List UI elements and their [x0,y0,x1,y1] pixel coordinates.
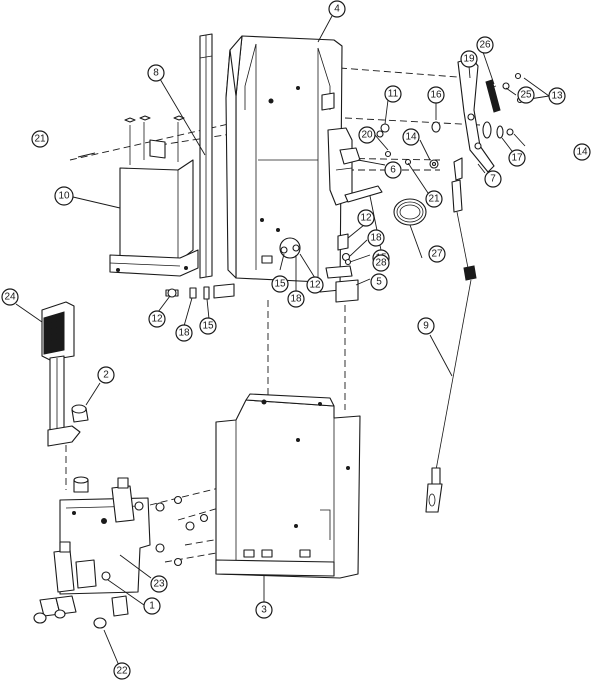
svg-text:20: 20 [361,130,373,141]
callout-28: 28 [372,254,390,272]
svg-text:21: 21 [428,194,440,205]
callout-1: 1 [143,597,161,615]
part-10-transformer [109,115,199,277]
callout-27: 27 [428,245,446,263]
callout-9: 9 [417,317,435,335]
callout-15-lower: 15 [199,317,217,335]
part-23-switch-plate [53,476,151,595]
svg-text:14: 14 [405,132,417,143]
callout-26: 26 [476,36,494,54]
callout-22: 22 [113,662,131,680]
svg-text:4: 4 [334,4,340,15]
svg-text:12: 12 [151,314,163,325]
plate-fasteners [155,495,209,567]
callout-23: 23 [150,575,168,593]
svg-text:10: 10 [58,191,70,202]
part-9-cable [425,157,477,513]
svg-text:25: 25 [520,90,532,101]
part-5-small-bracket [325,265,359,303]
callout-14-right: 14 [573,143,591,161]
callout-3: 3 [255,601,273,619]
callout-5: 5 [370,273,388,291]
callout-24: 24 [1,288,19,306]
callout-4: 4 [328,0,346,18]
callout-25: 25 [517,86,535,104]
svg-text:23: 23 [153,579,165,590]
part-3-enclosure [215,393,361,579]
callout-6: 6 [384,161,402,179]
svg-text:15: 15 [274,279,286,290]
callout-12-upper: 12 [357,209,375,227]
svg-text:13: 13 [551,91,563,102]
part-27-coil [393,198,427,226]
svg-text:24: 24 [4,292,16,303]
svg-text:22: 22 [116,666,128,677]
part-4-main-bracket [213,35,343,299]
svg-text:7: 7 [490,174,496,185]
svg-text:12: 12 [360,213,372,224]
svg-text:17: 17 [511,153,523,164]
callout-2: 2 [97,366,115,384]
svg-text:9: 9 [423,321,429,332]
svg-text:8: 8 [153,68,159,79]
small-fasteners-upper [165,233,352,300]
part-6-latch [327,127,383,206]
callout-10: 10 [54,186,74,206]
callout-14-left: 14 [402,128,420,146]
callout-12-lower: 12 [148,310,166,328]
callout-16: 16 [427,86,445,104]
callout-15-mid: 15 [271,275,289,293]
svg-text:11: 11 [388,89,399,100]
callout-20: 20 [358,126,376,144]
svg-text:3: 3 [261,605,267,616]
callout-12-mid: 12 [306,276,324,294]
svg-text:2: 2 [103,370,109,381]
svg-text:12: 12 [309,280,321,291]
callout-18-mid: 18 [287,290,305,308]
callout-18-lower: 18 [175,324,193,342]
part-22-buttons [33,595,129,629]
svg-text:14: 14 [576,147,588,158]
callout-17: 17 [508,149,526,167]
svg-text:6: 6 [390,165,396,176]
svg-text:5: 5 [376,277,382,288]
svg-text:1: 1 [149,601,155,612]
callout-21-left: 21 [31,130,49,148]
part-24-handle [41,301,81,447]
leader-lines [15,15,550,669]
svg-text:28: 28 [375,258,387,269]
callout-19: 19 [460,50,478,68]
callout-21-right: 21 [425,190,443,208]
callout-11: 11 [384,85,402,103]
part-8-rod [199,33,213,279]
lever-assembly [376,57,524,173]
svg-text:15: 15 [202,321,214,332]
svg-text:27: 27 [431,249,443,260]
svg-text:21: 21 [34,134,46,145]
part-2-knob [71,404,89,423]
svg-text:16: 16 [430,90,442,101]
svg-text:18: 18 [370,233,382,244]
callout-18-upper: 18 [367,229,385,247]
svg-text:18: 18 [290,294,302,305]
svg-text:19: 19 [463,54,475,65]
callout-13: 13 [548,87,566,105]
callout-8: 8 [147,64,165,82]
svg-text:18: 18 [178,328,190,339]
svg-text:26: 26 [479,40,491,51]
callout-7: 7 [484,170,502,188]
